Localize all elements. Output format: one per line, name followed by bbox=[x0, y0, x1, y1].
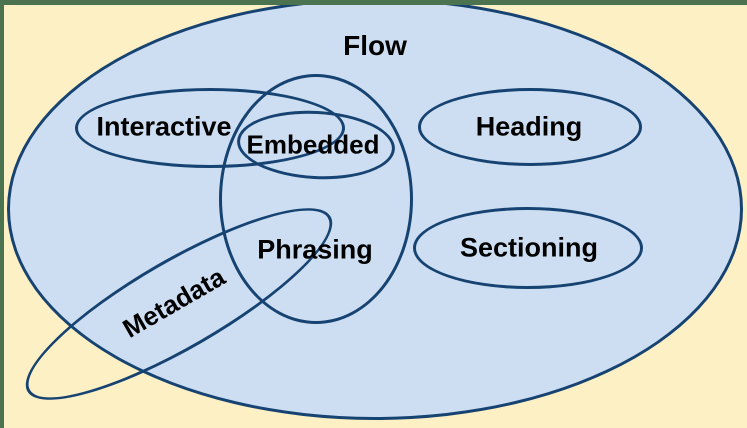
interactive-label: Interactive bbox=[96, 111, 232, 142]
phrasing-label: Phrasing bbox=[257, 234, 373, 265]
interactive-ellipse bbox=[75, 88, 345, 168]
embedded-label: Embedded bbox=[246, 129, 380, 160]
frame-top-border bbox=[0, 0, 747, 5]
heading-label: Heading bbox=[475, 111, 583, 142]
phrasing-ellipse bbox=[219, 74, 413, 324]
sectioning-ellipse bbox=[413, 207, 643, 289]
frame-left-border bbox=[0, 0, 4, 428]
flow-label: Flow bbox=[343, 30, 407, 61]
heading-ellipse bbox=[418, 88, 642, 166]
sectioning-label: Sectioning bbox=[459, 232, 599, 263]
